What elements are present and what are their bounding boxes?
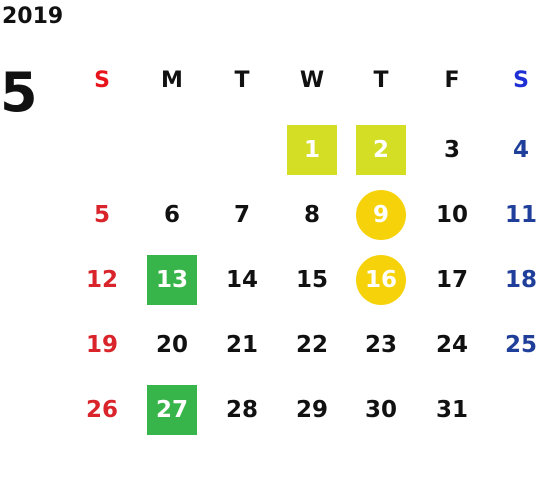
calendar-day-20[interactable]: 20 <box>155 332 188 358</box>
calendar-day-30[interactable]: 30 <box>364 397 397 423</box>
month-number: 5 <box>0 61 38 124</box>
calendar-day-16-highlighted[interactable]: 16 <box>356 255 406 305</box>
weekday-header-mon: M <box>161 68 183 93</box>
calendar-day-6[interactable]: 6 <box>163 202 180 228</box>
calendar-day-4[interactable]: 4 <box>512 137 529 163</box>
calendar-day-15[interactable]: 15 <box>295 267 328 293</box>
calendar-day-8[interactable]: 8 <box>303 202 320 228</box>
calendar-day-31[interactable]: 31 <box>435 397 468 423</box>
calendar-day-18[interactable]: 18 <box>504 267 537 293</box>
calendar-day-2-highlighted[interactable]: 2 <box>356 125 406 175</box>
calendar-day-19[interactable]: 19 <box>85 332 118 358</box>
calendar-day-21[interactable]: 21 <box>225 332 258 358</box>
weekday-header-sat: S <box>513 68 529 93</box>
calendar-day-9-highlighted[interactable]: 9 <box>356 190 406 240</box>
calendar-day-29[interactable]: 29 <box>295 397 328 423</box>
calendar-day-23[interactable]: 23 <box>364 332 397 358</box>
calendar-day-12[interactable]: 12 <box>85 267 118 293</box>
weekday-header-fri: F <box>444 68 460 93</box>
weekday-header-wed: W <box>299 68 325 93</box>
calendar-day-25[interactable]: 25 <box>504 332 537 358</box>
calendar-day-11[interactable]: 11 <box>504 202 537 228</box>
calendar-day-13-highlighted[interactable]: 13 <box>147 255 197 305</box>
weekday-header-sun: S <box>94 68 110 93</box>
calendar-day-14[interactable]: 14 <box>225 267 258 293</box>
calendar-day-1-highlighted[interactable]: 1 <box>287 125 337 175</box>
calendar-day-5[interactable]: 5 <box>93 202 110 228</box>
calendar-day-28[interactable]: 28 <box>225 397 258 423</box>
year-label: 2019 <box>2 4 64 29</box>
calendar-day-10[interactable]: 10 <box>435 202 468 228</box>
weekday-header-tue: T <box>234 68 250 93</box>
calendar-day-22[interactable]: 22 <box>295 332 328 358</box>
calendar-day-27-highlighted[interactable]: 27 <box>147 385 197 435</box>
calendar-day-7[interactable]: 7 <box>233 202 250 228</box>
calendar-day-26[interactable]: 26 <box>85 397 118 423</box>
weekday-header-thu: T <box>373 68 389 93</box>
calendar-day-24[interactable]: 24 <box>435 332 468 358</box>
calendar-day-17[interactable]: 17 <box>435 267 468 293</box>
calendar-day-3[interactable]: 3 <box>443 137 460 163</box>
